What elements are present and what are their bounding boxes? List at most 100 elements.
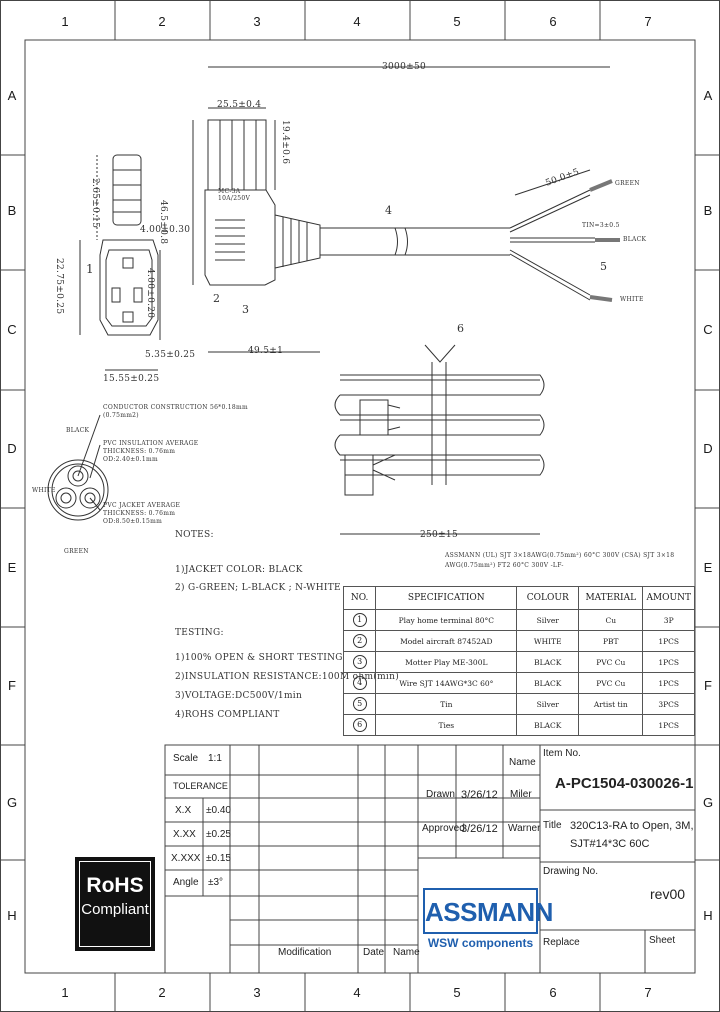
bom-cell-spec: Ties xyxy=(375,714,518,736)
xsec-jacket: PVC JACKET AVERAGE xyxy=(103,502,181,509)
notes-line-1: 1)JACKET COLOR: BLACK xyxy=(175,565,303,575)
rohs-line-2: Compliant xyxy=(81,901,149,918)
replace-label: Replace xyxy=(543,937,580,948)
zone-row-g: G xyxy=(6,795,18,810)
bom-cell-material: PVC Cu xyxy=(578,651,644,673)
bom-cell-material: PBT xyxy=(578,630,644,652)
tolerance-label: TOLERANCE xyxy=(173,781,228,791)
table-row: 6 Ties BLACK 1PCS xyxy=(342,714,695,736)
bom-cell-colour: BLACK xyxy=(516,651,580,673)
balloon-1: 1 xyxy=(86,262,94,276)
balloon-5: 5 xyxy=(600,260,608,273)
dim-overall-length: 3000±50 xyxy=(382,62,426,72)
zone-row-b: B xyxy=(7,203,17,218)
title-label: Title xyxy=(543,820,562,831)
zone-row-c-right: C xyxy=(703,322,713,337)
approved-name: Warner xyxy=(508,823,541,834)
notes-line-2: 2) G-GREEN; L-BLACK ; N-WHITE xyxy=(175,583,341,593)
dim-face-width: 15.55±0.25 xyxy=(103,374,160,384)
table-row: 4 Wire SJT 14AWG*3C 60° BLACK PVC Cu 1PC… xyxy=(342,672,695,694)
modification-label: Modification xyxy=(278,947,332,958)
bom-cell-no: 4 xyxy=(342,672,377,694)
zone-col-3: 3 xyxy=(253,14,261,29)
zone-row-g-right: G xyxy=(702,795,714,810)
cable-marking: ASSMANN (UL) SJT 3×18AWG(0.75mm²) 60°C 3… xyxy=(445,552,675,559)
table-row: 2 Model aircraft 87452AD WHITE PBT 1PCS xyxy=(342,630,695,652)
plug-label: MC-3A 10A/250V xyxy=(218,188,251,202)
zone-col-5: 5 xyxy=(453,14,461,29)
zone-col-1-bottom: 1 xyxy=(61,985,69,1000)
dim-face-height: 22.75±0.25 xyxy=(54,258,64,315)
zone-col-7: 7 xyxy=(644,14,652,29)
xsec-green: GREEN xyxy=(64,548,89,555)
bom-cell-amount: 1PCS xyxy=(642,714,695,736)
tol-val-2: ±0.25 xyxy=(206,829,231,840)
testing-title: TESTING: xyxy=(175,628,224,638)
table-row: 5 Tin Silver Artist tin 3PCS xyxy=(342,693,695,715)
name-label-2: Name xyxy=(393,947,420,958)
bom-cell-material: Artist tin xyxy=(578,693,644,715)
bom-cell-material xyxy=(578,714,644,736)
approved-date: 3/26/12 xyxy=(461,823,498,835)
zone-row-a: A xyxy=(7,88,17,103)
test-line-1: 1)100% OPEN & SHORT TESTING xyxy=(175,653,343,663)
test-line-2: 2)INSULATION RESISTANCE:100M ohm(min) xyxy=(175,672,400,682)
dim-plug-width: 25.5±0.4 xyxy=(217,100,262,110)
balloon-3: 3 xyxy=(242,303,250,316)
zone-col-6-bottom: 6 xyxy=(549,985,557,1000)
bom-cell-spec: Wire SJT 14AWG*3C 60° xyxy=(375,672,518,694)
drawing-no-label: Drawing No. xyxy=(543,866,599,877)
bom-cell-amount: 3PCS xyxy=(642,693,695,715)
bom-cell-no: 1 xyxy=(342,609,377,631)
bom-header-spec: SPECIFICATION xyxy=(375,586,518,610)
zone-col-4-bottom: 4 xyxy=(353,985,361,1000)
approved-label: Approved xyxy=(422,823,465,834)
table-row: 1 Play home terminal 80°C Silver Cu 3P xyxy=(342,609,695,631)
bom-header-no: NO. xyxy=(342,586,377,610)
bom-cell-spec: Play home terminal 80°C xyxy=(375,609,518,631)
drawn-date: 3/26/12 xyxy=(461,789,498,801)
zone-row-e-right: E xyxy=(703,560,713,575)
wire-label-black: BLACK xyxy=(623,236,647,243)
dim-face-a: 2.65±0.15 xyxy=(90,178,100,229)
brand-sub: WSW components xyxy=(427,936,534,950)
table-row: 3 Motter Play ME-300L BLACK PVC Cu 1PCS xyxy=(342,651,695,673)
dim-tin-length: TIN=3±0.5 xyxy=(582,222,620,229)
sheet-label: Sheet xyxy=(649,935,676,946)
rohs-badge: RoHS Compliant xyxy=(75,857,155,951)
zone-col-6: 6 xyxy=(549,14,557,29)
bom-cell-colour: BLACK xyxy=(516,714,580,736)
balloon-2: 2 xyxy=(213,292,221,305)
xsec-conductor-2: (0.75mm2) xyxy=(103,412,139,419)
dim-coil-length: 250±15 xyxy=(420,530,458,540)
dim-face-c: 4.00±0.20 xyxy=(145,268,155,319)
xsec-black: BLACK xyxy=(66,427,90,434)
drawn-name: Miler xyxy=(510,789,532,800)
tol-key-2: X.XX xyxy=(173,829,196,840)
test-line-4: 4)ROHS COMPLIANT xyxy=(175,710,280,720)
scale-value: 1:1 xyxy=(208,753,222,764)
bom-cell-no: 2 xyxy=(342,630,377,652)
bom-cell-spec: Tin xyxy=(375,693,518,715)
dim-face-d: 5.35±0.25 xyxy=(145,350,196,360)
zone-row-h: H xyxy=(7,908,17,923)
xsec-jacket-2: THICKNESS: 0.76mm xyxy=(103,510,176,517)
test-line-3: 3)VOLTAGE:DC500V/1min xyxy=(175,691,303,701)
wire-label-green: GREEN xyxy=(615,180,640,187)
rohs-line-1: RoHS xyxy=(86,874,144,897)
tol-val-1: ±0.40 xyxy=(206,805,231,816)
bom-table: NO. SPECIFICATION COLOUR MATERIAL AMOUNT… xyxy=(342,586,695,736)
rev: rev00 xyxy=(650,886,686,902)
brand-name: ASSMANN xyxy=(423,888,553,934)
xsec-conductor: CONDUCTOR CONSTRUCTION 56*0.18mm xyxy=(103,404,249,411)
bom-cell-colour: Silver xyxy=(516,693,580,715)
bom-cell-amount: 1PCS xyxy=(642,672,695,694)
xsec-insulation-3: OD:2.40±0.1mm xyxy=(103,456,158,463)
cable-marking-2: AWG(0.75mm²) FT2 60°C 300V -LF- xyxy=(445,562,564,569)
tol-val-3: ±0.15 xyxy=(206,853,231,864)
bom-cell-colour: BLACK xyxy=(516,672,580,694)
xsec-insulation-2: THICKNESS: 0.76mm xyxy=(103,448,176,455)
bom-cell-no: 6 xyxy=(342,714,377,736)
bom-cell-no: 3 xyxy=(342,651,377,673)
zone-col-1: 1 xyxy=(61,14,69,29)
